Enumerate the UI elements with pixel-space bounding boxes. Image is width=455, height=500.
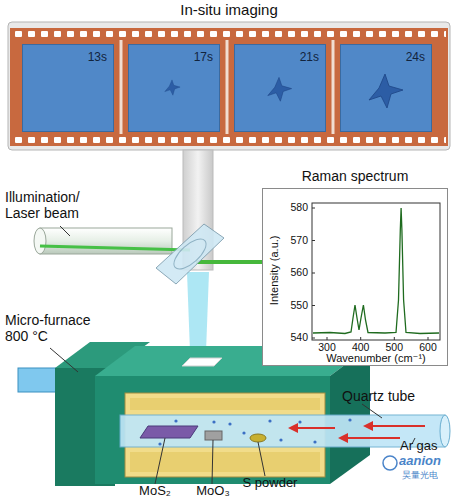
tube-body bbox=[120, 415, 445, 447]
time-stamp: 17s bbox=[194, 50, 213, 64]
viewing-window bbox=[182, 358, 222, 366]
vapor-particles bbox=[158, 418, 351, 445]
watermark-text: 昊量光电 bbox=[402, 470, 454, 480]
panel-heading: In-situ imaging bbox=[8, 1, 450, 18]
film-strip-band bbox=[10, 28, 448, 146]
insulation-layer bbox=[130, 398, 320, 410]
axis-title: Wavenumber (cm⁻¹) bbox=[301, 352, 451, 365]
tick-label: 560 bbox=[280, 266, 308, 278]
component-label: Illumination/ Laser beam bbox=[5, 189, 105, 221]
leader-lines bbox=[362, 404, 382, 418]
film-frame: 13s bbox=[22, 44, 114, 132]
spectrum-inset: Raman spectrum bbox=[262, 188, 448, 366]
powder-boat bbox=[205, 431, 222, 440]
vapor-particles bbox=[228, 422, 231, 425]
tick-label: 400 bbox=[346, 341, 376, 353]
tube-end bbox=[440, 415, 450, 447]
watermark-logo bbox=[383, 456, 397, 470]
leader-lines bbox=[155, 438, 165, 484]
vapor-particles bbox=[348, 418, 351, 421]
vapor-particles bbox=[298, 420, 301, 423]
film-strip bbox=[8, 22, 450, 150]
vapor-particles bbox=[279, 438, 282, 441]
tick-label: 500 bbox=[379, 341, 409, 353]
time-stamp: 24s bbox=[406, 50, 425, 64]
component-label: Micro-furnace 800 °C bbox=[5, 312, 110, 344]
material-label: MoS₂ bbox=[127, 484, 183, 499]
material-label: S powder bbox=[233, 476, 307, 491]
watermark-text: aanion bbox=[399, 454, 455, 469]
axis-title: Intensity (a.u.) bbox=[268, 215, 281, 325]
film-frame: 24s bbox=[340, 44, 432, 132]
gas-flow-arrow bbox=[340, 437, 400, 439]
film-frame: 17s bbox=[128, 44, 220, 132]
leader-lines bbox=[50, 348, 78, 372]
tick-label: 600 bbox=[413, 341, 443, 353]
film-frame: 21s bbox=[234, 44, 326, 132]
time-stamp: 13s bbox=[88, 50, 107, 64]
leader-lines bbox=[60, 226, 70, 236]
inset-title: Raman spectrum bbox=[263, 168, 447, 184]
frame-divider bbox=[120, 40, 123, 134]
material-label: MoO₃ bbox=[187, 484, 239, 499]
vapor-particles bbox=[158, 442, 161, 445]
scattered-beam bbox=[196, 260, 262, 264]
tick-label: 540 bbox=[280, 331, 308, 343]
tube-end bbox=[34, 228, 46, 254]
sprocket-holes bbox=[12, 31, 446, 37]
film-panel: In-situ imaging13s17s21s24s bbox=[8, 22, 450, 150]
mirror-lens bbox=[169, 234, 211, 274]
vapor-particles bbox=[268, 419, 271, 422]
frame-divider bbox=[226, 40, 229, 134]
time-stamp: 21s bbox=[300, 50, 319, 64]
watermark-logo bbox=[383, 456, 397, 470]
film-panel-frame bbox=[8, 22, 450, 150]
tick-label: 550 bbox=[280, 299, 308, 311]
sulfur-pile bbox=[250, 434, 266, 442]
component-label: Quartz tube bbox=[342, 388, 450, 404]
vapor-particles bbox=[242, 431, 245, 434]
beam-splitter bbox=[156, 224, 224, 284]
tick-label: 570 bbox=[280, 234, 308, 246]
frame-divider bbox=[332, 40, 335, 134]
tick-label: 300 bbox=[312, 341, 342, 353]
vapor-particles bbox=[313, 440, 316, 443]
gas-flow-arrow bbox=[365, 425, 425, 427]
leader-lines bbox=[212, 440, 213, 484]
leader-lines bbox=[258, 442, 265, 476]
sprocket-holes bbox=[12, 137, 446, 143]
tube-inlet bbox=[18, 368, 60, 392]
tick-label: 580 bbox=[280, 201, 308, 213]
component-label: Ar gas bbox=[400, 439, 455, 454]
substrate bbox=[140, 426, 198, 438]
laser-line bbox=[40, 246, 190, 250]
vapor-particles bbox=[174, 419, 177, 422]
gas-flow-arrow bbox=[290, 427, 335, 429]
vapor-particles bbox=[212, 420, 215, 423]
